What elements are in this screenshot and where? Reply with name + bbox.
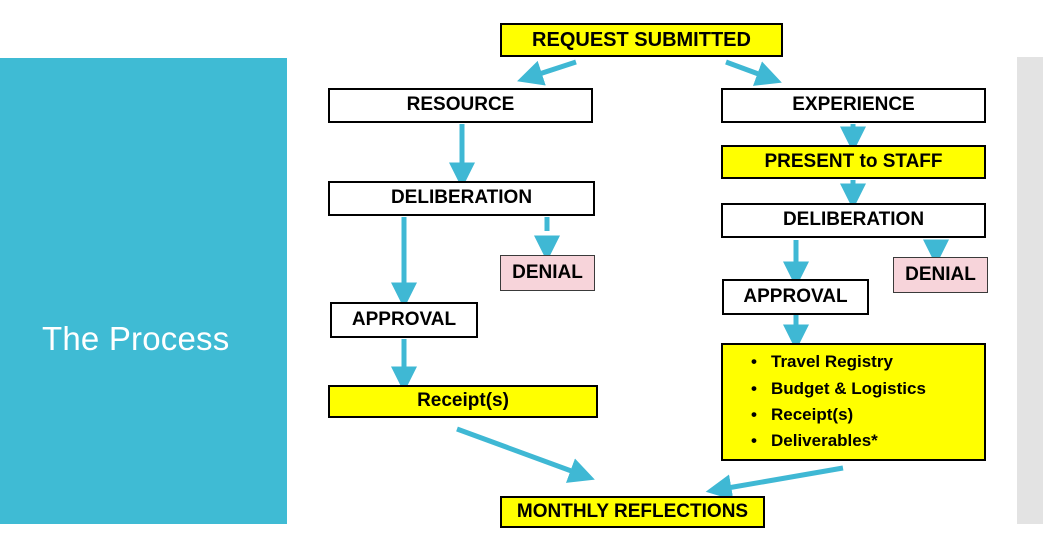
list-item-label: Deliverables* bbox=[771, 431, 878, 451]
bullet-icon: • bbox=[751, 352, 757, 372]
node-deliberation-right[interactable]: DELIBERATION bbox=[721, 203, 986, 238]
list-item: • Travel Registry bbox=[751, 349, 984, 375]
node-receipts-left[interactable]: Receipt(s) bbox=[328, 385, 598, 418]
bullet-icon: • bbox=[751, 405, 757, 424]
arrow-receipts-to-reflections bbox=[456, 426, 595, 483]
node-denial-right[interactable]: DENIAL bbox=[893, 257, 988, 293]
scrollbar-track[interactable] bbox=[1017, 57, 1043, 524]
node-post-approval-tasks[interactable]: • Travel Registry • Budget & Logistics •… bbox=[721, 343, 986, 461]
node-denial-left[interactable]: DENIAL bbox=[500, 255, 595, 291]
title-panel: The Process bbox=[0, 58, 287, 524]
list-item: • Receipt(s) bbox=[751, 402, 984, 428]
node-approval-left[interactable]: APPROVAL bbox=[330, 302, 478, 338]
node-request-submitted[interactable]: REQUEST SUBMITTED bbox=[500, 23, 783, 57]
list-item-label: Budget & Logistics bbox=[771, 378, 926, 398]
bullet-icon: • bbox=[751, 378, 757, 398]
page-title: The Process bbox=[42, 320, 230, 357]
node-deliberation-left[interactable]: DELIBERATION bbox=[328, 181, 595, 216]
list-item: • Deliverables* bbox=[751, 428, 984, 454]
node-monthly-reflections[interactable]: MONTHLY REFLECTIONS bbox=[500, 496, 765, 528]
node-resource[interactable]: RESOURCE bbox=[328, 88, 593, 123]
node-present-to-staff[interactable]: PRESENT to STAFF bbox=[721, 145, 986, 179]
arrow-start-to-experience bbox=[725, 59, 782, 86]
list-item-label: Receipt(s) bbox=[771, 405, 854, 424]
node-approval-right[interactable]: APPROVAL bbox=[722, 279, 869, 315]
bullet-icon: • bbox=[751, 431, 757, 451]
arrow-start-to-resource bbox=[517, 59, 577, 86]
node-experience[interactable]: EXPERIENCE bbox=[721, 88, 986, 123]
list-item: • Budget & Logistics bbox=[751, 376, 984, 402]
list-item-label: Travel Registry bbox=[771, 352, 893, 372]
arrow-tasks-to-reflections bbox=[705, 465, 844, 501]
